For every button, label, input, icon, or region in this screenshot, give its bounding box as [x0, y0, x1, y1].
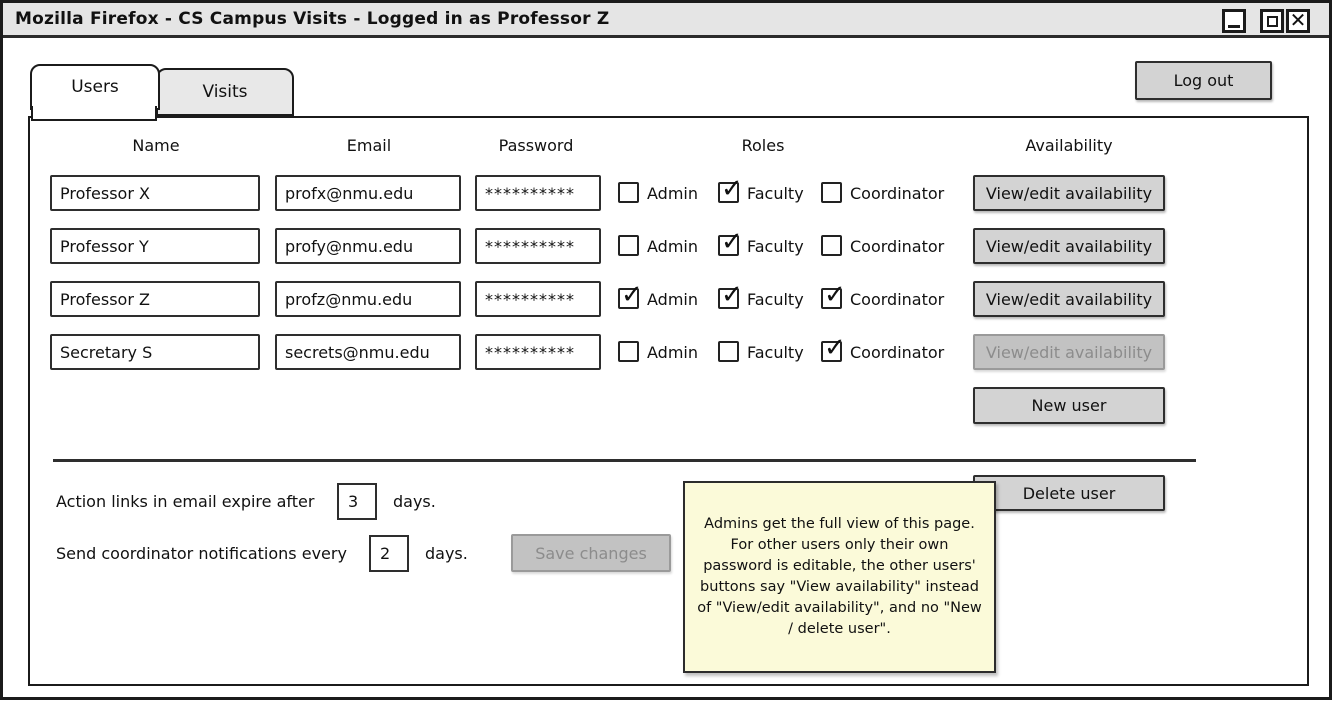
sticky-note: Admins get the full view of this page. F… — [683, 481, 996, 673]
expire-days-input[interactable] — [337, 483, 377, 520]
coordinator-checkbox[interactable] — [821, 235, 842, 256]
maximize-icon — [1266, 15, 1278, 27]
minimize-icon — [1228, 24, 1240, 28]
coordinator-checkbox-label: Coordinator — [850, 183, 945, 203]
faculty-checkbox-label: Faculty — [747, 289, 804, 309]
tab-users-label: Users — [71, 77, 119, 97]
name-input[interactable] — [50, 334, 260, 370]
admin-checkbox[interactable] — [618, 280, 643, 310]
coordinator-checkbox[interactable] — [821, 333, 846, 363]
section-divider — [53, 459, 1196, 462]
coordinator-checkbox[interactable] — [821, 182, 842, 203]
coordinator-checkbox[interactable] — [821, 280, 846, 310]
password-input[interactable] — [475, 228, 601, 264]
tab-users-connector — [31, 106, 157, 121]
view-edit-availability-button[interactable]: View/edit availability — [973, 228, 1165, 264]
tab-visits[interactable]: Visits — [156, 68, 294, 116]
name-input[interactable] — [50, 175, 260, 211]
password-input[interactable] — [475, 334, 601, 370]
faculty-checkbox[interactable] — [718, 341, 739, 362]
admin-checkbox[interactable] — [618, 235, 639, 256]
view-edit-availability-button[interactable]: View/edit availability — [973, 334, 1165, 370]
column-header-password: Password — [498, 136, 574, 155]
notify-setting-suffix: days. — [425, 544, 468, 563]
expire-setting-label: Action links in email expire after — [56, 492, 315, 511]
column-header-email: Email — [346, 136, 392, 155]
faculty-checkbox-label: Faculty — [747, 342, 804, 362]
table-row: Admin Faculty Coordinator View/edit avai… — [3, 227, 1332, 265]
window-title: Mozilla Firefox - CS Campus Visits - Log… — [15, 9, 610, 29]
coordinator-checkbox-label: Coordinator — [850, 289, 945, 309]
admin-checkbox-label: Admin — [647, 183, 698, 203]
admin-checkbox[interactable] — [618, 182, 639, 203]
column-header-name: Name — [132, 136, 180, 155]
admin-checkbox-label: Admin — [647, 236, 698, 256]
faculty-checkbox[interactable] — [718, 227, 743, 257]
password-input[interactable] — [475, 175, 601, 211]
name-input[interactable] — [50, 228, 260, 264]
title-bar: Mozilla Firefox - CS Campus Visits - Log… — [3, 3, 1329, 38]
faculty-checkbox[interactable] — [718, 280, 743, 310]
view-edit-availability-button[interactable]: View/edit availability — [973, 175, 1165, 211]
password-input[interactable] — [475, 281, 601, 317]
delete-user-button[interactable]: Delete user — [973, 475, 1165, 511]
notify-days-input[interactable] — [369, 535, 409, 572]
coordinator-checkbox-label: Coordinator — [850, 236, 945, 256]
faculty-checkbox-label: Faculty — [747, 183, 804, 203]
email-input[interactable] — [275, 281, 461, 317]
minimize-button[interactable] — [1222, 9, 1246, 33]
logout-button[interactable]: Log out — [1135, 61, 1272, 100]
tab-users[interactable]: Users — [30, 64, 160, 110]
table-row: Admin Faculty Coordinator View/edit avai… — [3, 333, 1332, 371]
view-edit-availability-button[interactable]: View/edit availability — [973, 281, 1165, 317]
column-header-roles: Roles — [741, 136, 785, 155]
table-row: Admin Faculty Coordinator View/edit avai… — [3, 174, 1332, 212]
name-input[interactable] — [50, 281, 260, 317]
notify-setting-label: Send coordinator notifications every — [56, 544, 347, 563]
save-changes-button[interactable]: Save changes — [511, 534, 671, 572]
email-input[interactable] — [275, 334, 461, 370]
tab-visits-label: Visits — [202, 82, 248, 102]
column-header-availability: Availability — [1025, 136, 1113, 155]
table-row: Admin Faculty Coordinator View/edit avai… — [3, 280, 1332, 318]
coordinator-checkbox-label: Coordinator — [850, 342, 945, 362]
email-input[interactable] — [275, 175, 461, 211]
maximize-button[interactable] — [1260, 9, 1284, 33]
admin-checkbox[interactable] — [618, 341, 639, 362]
sticky-note-text: Admins get the full view of this page. F… — [697, 516, 982, 637]
email-input[interactable] — [275, 228, 461, 264]
admin-checkbox-label: Admin — [647, 342, 698, 362]
close-icon: ✕ — [1289, 8, 1307, 32]
expire-setting-suffix: days. — [393, 492, 436, 511]
faculty-checkbox[interactable] — [718, 174, 743, 204]
admin-checkbox-label: Admin — [647, 289, 698, 309]
new-user-button[interactable]: New user — [973, 387, 1165, 424]
close-button[interactable]: ✕ — [1286, 9, 1310, 33]
faculty-checkbox-label: Faculty — [747, 236, 804, 256]
